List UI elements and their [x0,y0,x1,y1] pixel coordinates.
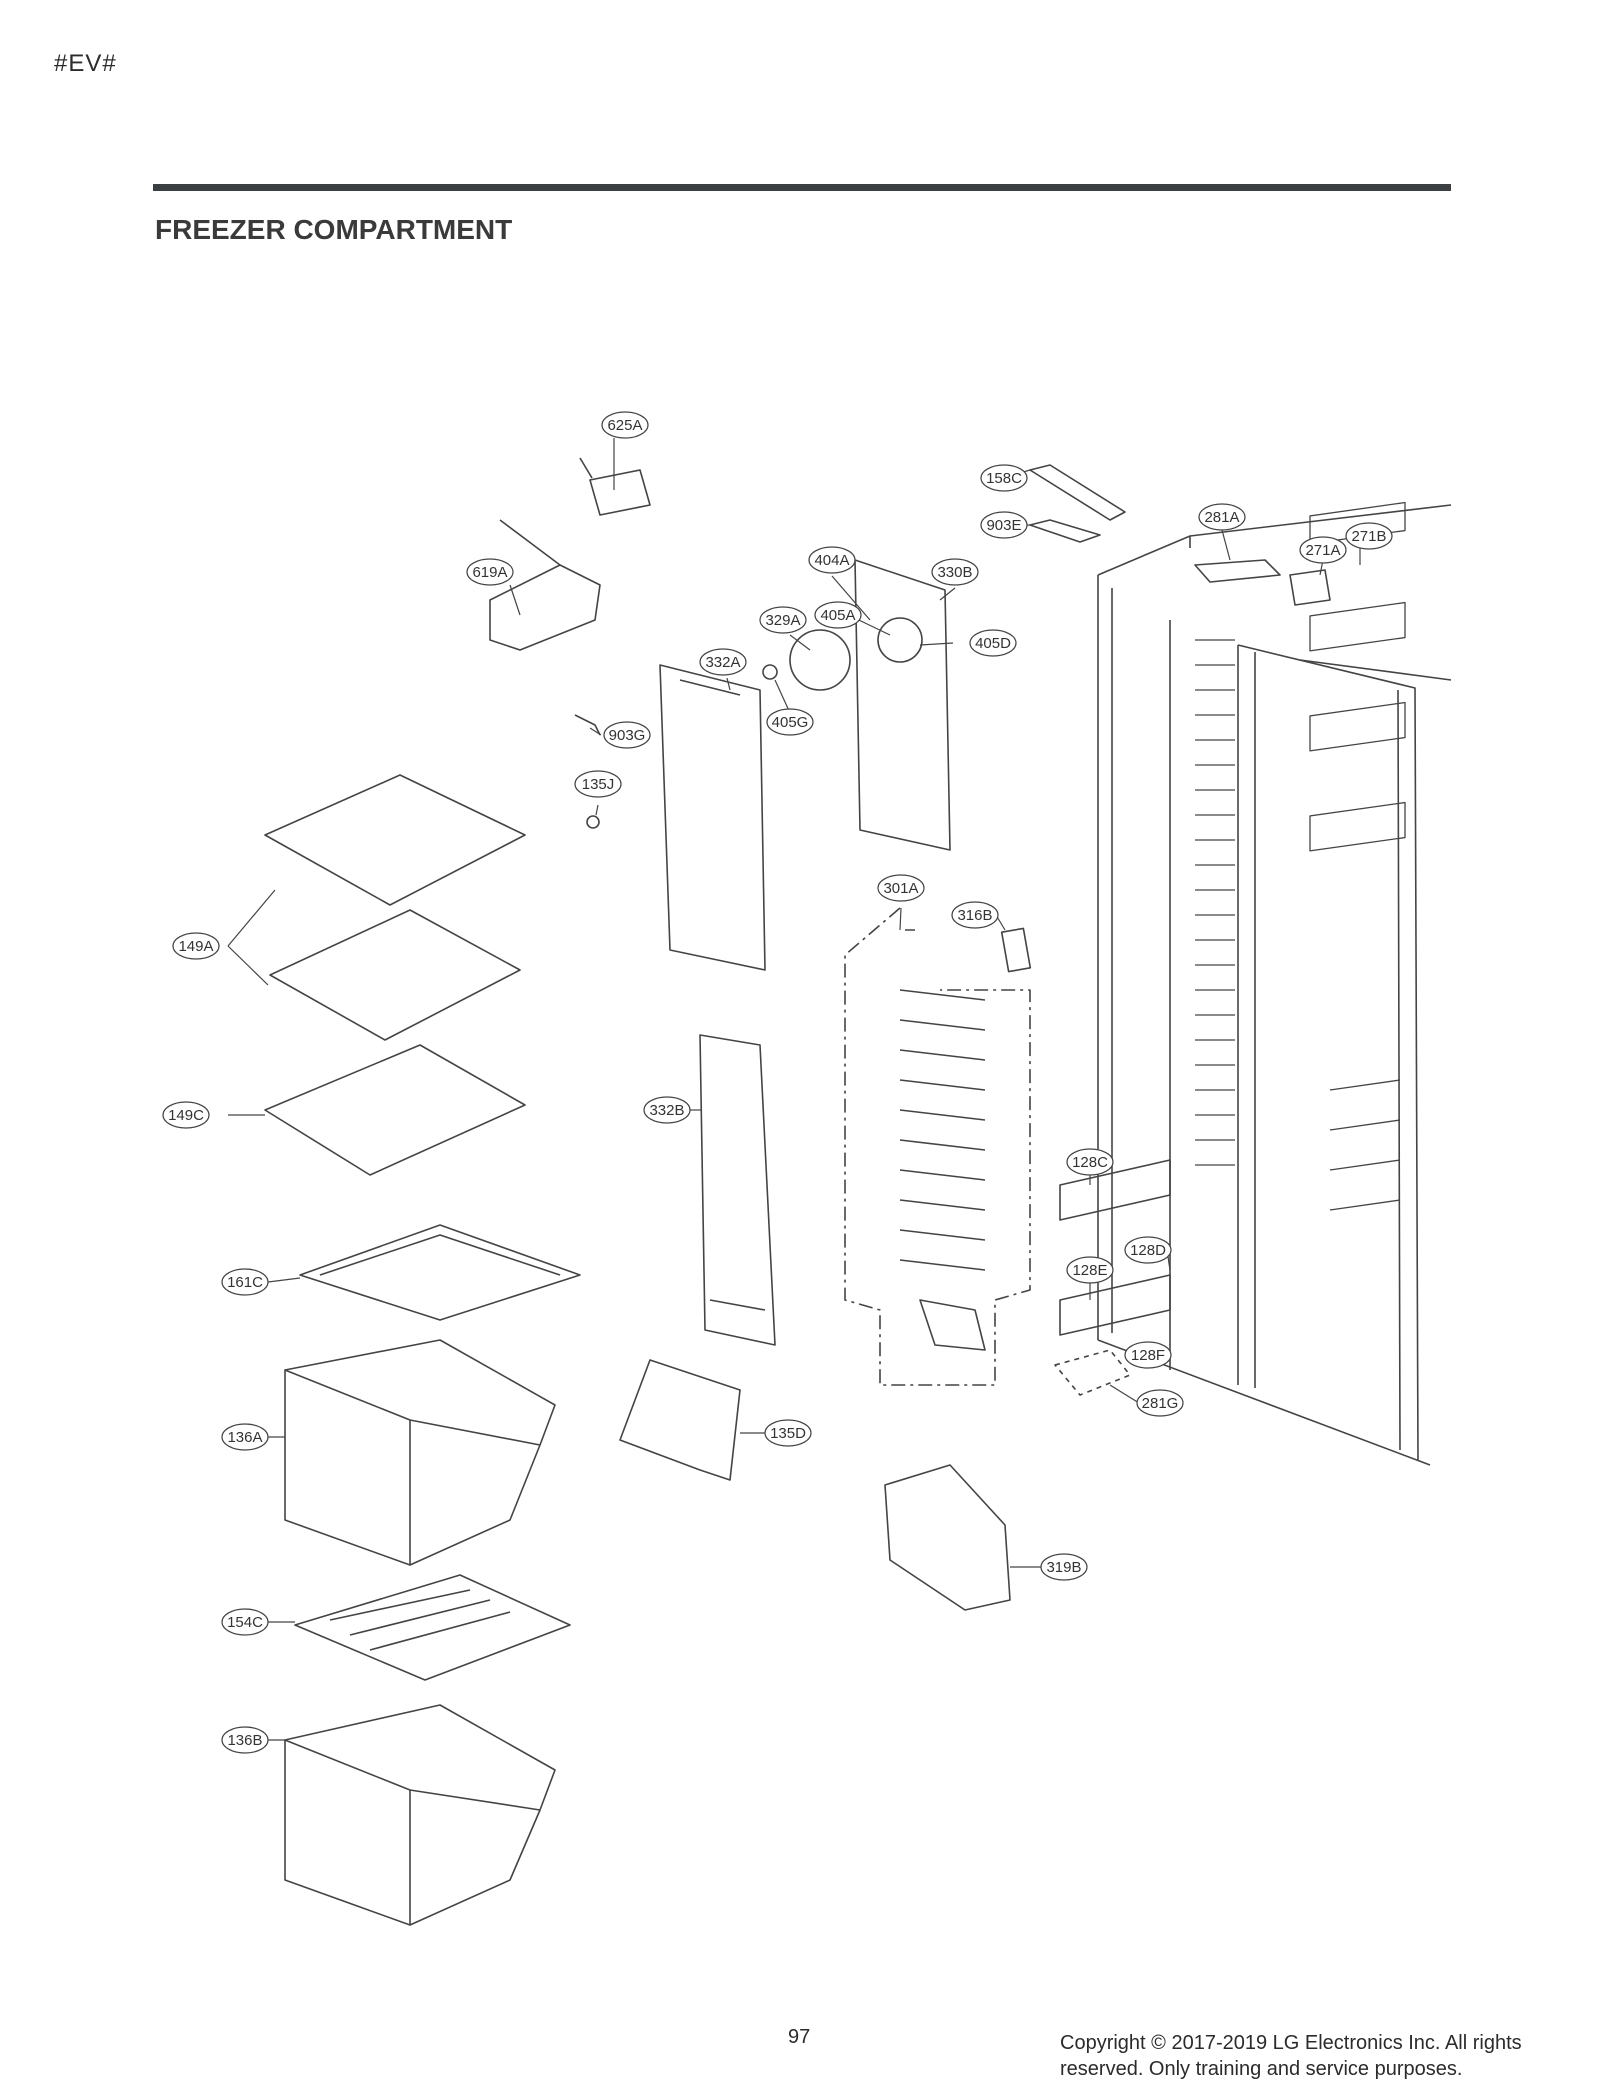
callout-label: 136A [227,1429,262,1446]
part-903g-drawing [574,714,601,736]
callout-label: 271B [1351,528,1386,545]
part-903e-drawing [1029,519,1101,543]
callout-281a: 281A [1198,503,1246,531]
callout-label: 271A [1305,542,1340,559]
callout-625a: 625A [601,411,649,439]
callout-label: 301A [883,880,918,897]
part-330b-drawing [854,559,951,851]
callout-154c: 154C [221,1608,269,1636]
callout-label: 332B [649,1102,684,1119]
part-329a-drawing [789,629,851,691]
part-281g-drawing [1054,1349,1131,1396]
callout-label: 128C [1072,1154,1108,1171]
callout-label: 281A [1204,509,1239,526]
callout-label: 316B [957,907,992,924]
callout-271a: 271A [1299,536,1347,564]
callout-label: 903E [986,517,1021,534]
callout-label: 149A [178,938,213,955]
callout-label: 128F [1131,1347,1165,1364]
callout-332a: 332A [699,648,747,676]
part-135d-drawing [619,1359,741,1481]
part-405g-drawing [762,664,778,680]
callout-161c: 161C [221,1268,269,1296]
section-title: FREEZER COMPARTMENT [155,214,513,245]
part-161c-drawing [299,1224,581,1321]
callout-label: 329A [765,612,800,629]
callout-label: 332A [705,654,740,671]
callout-329a: 329A [759,606,807,634]
callout-136a: 136A [221,1423,269,1451]
callout-label: 161C [227,1274,263,1291]
callout-135d: 135D [764,1419,812,1447]
callout-404a: 404A [808,546,856,574]
model-code: #EV# [54,50,117,77]
leader-lines [227,438,1361,1741]
callout-label: 158C [986,470,1022,487]
copyright-notice: Copyright © 2017-2019 LG Electronics Inc… [1060,2032,1522,2080]
part-149c-shelf [264,1044,526,1176]
part-128c-drawing [1059,1159,1171,1221]
part-149a-shelf-upper [264,774,526,906]
callout-label: 154C [227,1614,263,1631]
callout-label: 619A [472,564,507,581]
callout-271b: 271B [1345,522,1393,550]
part-332b-drawing [699,1034,776,1346]
callout-903e: 903E [980,511,1028,539]
part-135j-drawing [586,815,600,829]
callout-label: 405A [820,607,855,624]
part-301a-assembly-outline [844,907,1031,1386]
cabinet-drawing [1097,501,1452,1466]
callout-label: 281G [1142,1395,1179,1412]
callout-label: 128E [1072,1262,1107,1279]
part-136a-drawing [284,1339,556,1566]
callout-label: 135J [582,776,615,793]
title-rule [153,184,1451,191]
callout-label: 405G [772,714,809,731]
callout-label: 330B [937,564,972,581]
callout-319b: 319B [1040,1553,1088,1581]
callout-128d: 128D [1124,1236,1172,1264]
page-number: 97 [788,2026,811,2048]
part-128e-drawing [1059,1274,1171,1336]
part-332a-drawing [659,664,766,971]
callout-label: 149C [168,1107,204,1124]
part-136b-drawing [284,1704,556,1926]
callout-128e: 128E [1066,1256,1114,1284]
callout-128c: 128C [1066,1148,1114,1176]
part-301a-evaporator-coils [899,929,986,1351]
callout-label: 404A [814,552,849,569]
part-319b-drawing [884,1464,1011,1611]
part-405a-drawing [877,617,923,663]
callout-332b: 332B [643,1096,691,1124]
part-619a-drawing [489,519,601,651]
callout-label: 136B [227,1732,262,1749]
callout-label: 319B [1046,1559,1081,1576]
callout-330b: 330B [931,558,979,586]
part-149a-shelf-lower [269,909,521,1041]
callout-135j: 135J [574,770,622,798]
callout-405a: 405A [814,601,862,629]
part-154c-drawing [294,1574,571,1681]
part-316b-drawing [1000,927,1032,973]
callout-label: 625A [607,417,642,434]
callout-405g: 405G [766,708,814,736]
callout-405d: 405D [969,629,1017,657]
callout-label: 903G [609,727,646,744]
callout-316b: 316B [951,901,999,929]
callout-158c: 158C [980,464,1028,492]
callout-149a: 149A [172,932,220,960]
callout-619a: 619A [466,558,514,586]
callout-label: 405D [975,635,1011,652]
callout-label: 135D [770,1425,806,1442]
callout-149c: 149C [162,1101,210,1129]
callout-136b: 136B [221,1726,269,1754]
part-158c-drawing [1029,464,1126,521]
callout-label: 128D [1130,1242,1166,1259]
callout-281g: 281G [1136,1389,1184,1417]
callout-128f: 128F [1124,1341,1172,1369]
part-625a-drawing [579,457,651,516]
callout-301a: 301A [877,874,925,902]
callout-903g: 903G [603,721,651,749]
